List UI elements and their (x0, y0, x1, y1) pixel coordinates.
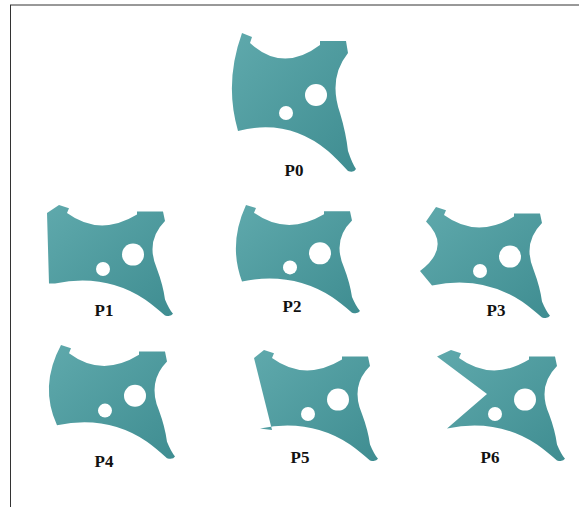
part-shape (254, 350, 378, 461)
part-outline (232, 33, 356, 172)
part-shape (49, 345, 175, 459)
small-hole (488, 407, 502, 421)
large-hole (305, 84, 327, 106)
large-hole (309, 242, 331, 264)
part-label: P4 (95, 453, 114, 470)
part-label: P0 (285, 162, 304, 179)
large-hole (122, 244, 144, 266)
large-hole (499, 246, 521, 268)
small-hole (301, 407, 315, 421)
part-outline (420, 207, 550, 318)
frame-line (10, 5, 11, 507)
small-hole (98, 404, 112, 418)
part-label: P3 (487, 302, 506, 319)
part-outline (254, 350, 378, 461)
part-outline (49, 345, 175, 459)
small-hole (96, 262, 110, 276)
part-shape (420, 207, 550, 318)
part-label: P1 (95, 302, 114, 319)
part-shape (232, 33, 356, 172)
large-hole (327, 389, 349, 411)
part-label: P2 (283, 298, 302, 315)
small-hole (283, 260, 297, 274)
part-outline (437, 350, 565, 461)
part-outline (236, 205, 360, 313)
part-shape (236, 205, 360, 313)
small-hole (473, 264, 487, 278)
part-shape (47, 205, 173, 316)
part-label: P6 (481, 449, 500, 466)
frame-line (10, 5, 579, 6)
large-hole (514, 389, 536, 411)
part-shape (437, 350, 565, 461)
part-label: P5 (291, 449, 310, 466)
part-outline (47, 205, 173, 316)
large-hole (124, 385, 146, 407)
small-hole (279, 106, 293, 120)
